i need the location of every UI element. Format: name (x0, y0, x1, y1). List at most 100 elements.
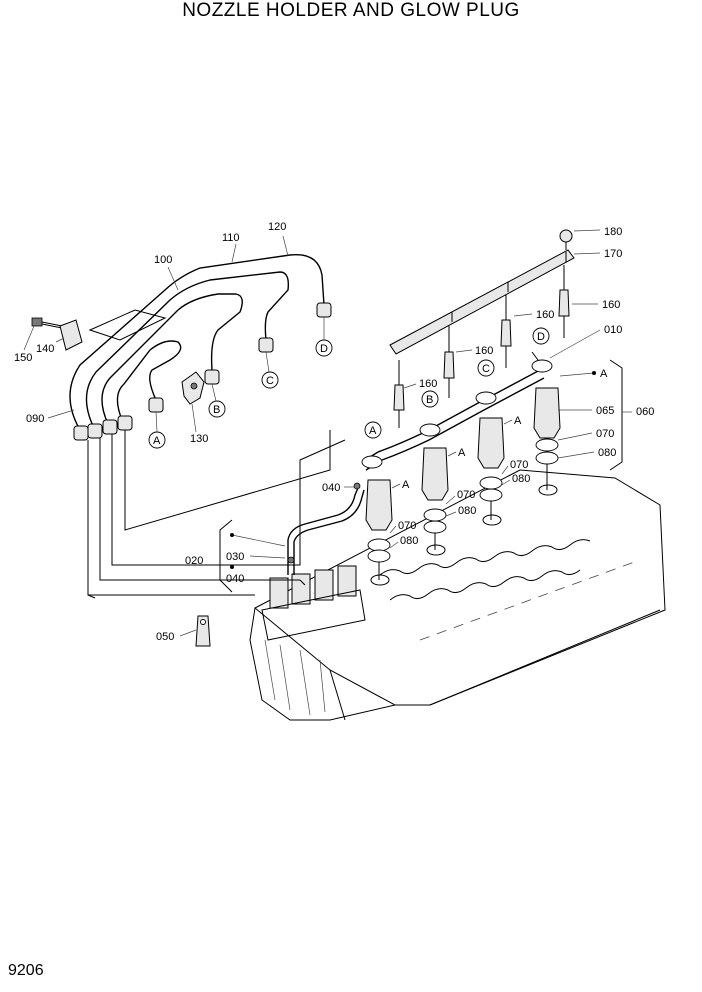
leader-070-2 (445, 495, 456, 505)
leader-140 (55, 337, 65, 343)
bolt-150-shank (41, 321, 63, 329)
washer-070-2 (423, 508, 447, 522)
callout-080-3: 080 (512, 473, 530, 485)
callout-070-2: 070 (457, 489, 475, 501)
nozzle-seat-2 (426, 544, 446, 556)
pipe-nut-c (258, 337, 274, 353)
bracket-020 (219, 519, 233, 593)
pipe-end-markers: A B C D (148, 317, 333, 449)
glow-plug-connector (389, 229, 575, 355)
cylinder-head-centerline (419, 559, 641, 641)
callout-070-1: 070 (398, 520, 416, 532)
callout-070-3: 070 (510, 459, 528, 471)
banjo-1 (361, 455, 383, 469)
bolt-150-head (31, 317, 43, 327)
pump-outlet-1 (269, 577, 289, 609)
callout-040-bottom: 040 (226, 573, 244, 585)
marker-b-nozzle-label: B (426, 394, 433, 406)
callout-080-2: 080 (458, 505, 476, 517)
nozzle-seat-3 (482, 514, 502, 526)
pipe-nut-4 (117, 415, 133, 431)
connector-tabs (451, 252, 567, 322)
strap-050-hole (200, 619, 206, 625)
marker-c-nozzle-label: C (482, 363, 490, 375)
marker-c-nozzle (477, 359, 495, 377)
pipe-100 (101, 293, 243, 425)
hose-clip-040 (353, 482, 361, 490)
marker-a-pipe-label: A (153, 435, 161, 447)
callout-160-d: 160 (602, 299, 620, 311)
pipe-route-ends (87, 579, 306, 599)
dot-a-4 (592, 371, 596, 375)
cylinder-head-bottom-edge (395, 609, 661, 706)
pipe-nut-3 (102, 419, 118, 435)
nozzle-holders (361, 359, 561, 563)
marker-a-pipe-leader (155, 411, 158, 433)
cylinder-head-shading (264, 639, 326, 716)
injection-pump-outlets (261, 565, 366, 641)
pump-body (261, 589, 366, 641)
callout-120: 120 (268, 221, 286, 233)
pipe-110 (85, 271, 290, 429)
callout-130: 130 (190, 433, 208, 445)
nozzle-markers: A B C D (364, 327, 550, 439)
glow-plug-4 (558, 289, 570, 317)
nozzle-holder-2 (421, 447, 449, 501)
pipe-nut-1 (73, 425, 89, 441)
marker-d-nozzle (532, 327, 550, 345)
pipe-nut-a (148, 397, 164, 413)
callout-100: 100 (154, 254, 172, 266)
leader-170 (573, 252, 601, 255)
leader-lines (23, 229, 632, 637)
pipe-route-3 (111, 434, 346, 566)
glow-plugs (393, 265, 570, 428)
pipe-route-4 (124, 430, 331, 531)
pipe-090 (116, 340, 182, 421)
pipe-nut-d (316, 302, 332, 318)
leader-130 (191, 403, 197, 433)
callout-030: 030 (226, 551, 244, 563)
hose-clip-030 (287, 556, 295, 564)
leader-180 (573, 229, 601, 232)
nut-180 (559, 229, 573, 243)
marker-a-nozzle (364, 421, 382, 439)
leader-080-2 (445, 511, 457, 517)
leader-120 (282, 235, 289, 257)
connector-bar-170 (389, 249, 575, 355)
page-title: NOZZLE HOLDER AND GLOW PLUG (182, 0, 520, 21)
glow-plug-2 (443, 351, 455, 379)
leader-070-4 (557, 432, 593, 441)
pump-outlet-2 (291, 573, 311, 605)
leader-080-4 (557, 451, 595, 459)
leader-150 (23, 325, 35, 351)
callout-160-c: 160 (536, 309, 554, 321)
leader-160-c (513, 313, 533, 317)
leak-off-hose-line (287, 487, 359, 575)
leader-a-3 (503, 419, 513, 425)
dot-020 (230, 533, 234, 537)
banjo-2 (419, 423, 441, 437)
ref-a-1: A (402, 479, 410, 491)
marker-b-pipe-label: B (213, 404, 220, 416)
callout-050: 050 (156, 631, 174, 643)
strap-050 (195, 615, 211, 647)
callout-160-b: 160 (475, 345, 493, 357)
clamp-140 (59, 319, 83, 351)
ref-a-3: A (514, 415, 522, 427)
callout-065: 065 (596, 405, 614, 417)
leader-100 (167, 266, 179, 291)
washer-080-1 (367, 549, 391, 563)
washer-070-4 (535, 438, 559, 452)
marker-b-pipe (208, 400, 226, 418)
callout-060: 060 (636, 406, 654, 418)
nozzle-seat-4 (538, 484, 558, 496)
washer-070-1 (367, 538, 391, 552)
leader-070-1 (389, 525, 397, 534)
pipe-clamp-130-bolt (190, 382, 198, 390)
injection-pipes (69, 253, 346, 599)
leader-010 (549, 329, 601, 359)
pump-outlet-3 (314, 569, 334, 601)
callout-080-4: 080 (598, 447, 616, 459)
callout-140: 140 (36, 343, 54, 355)
